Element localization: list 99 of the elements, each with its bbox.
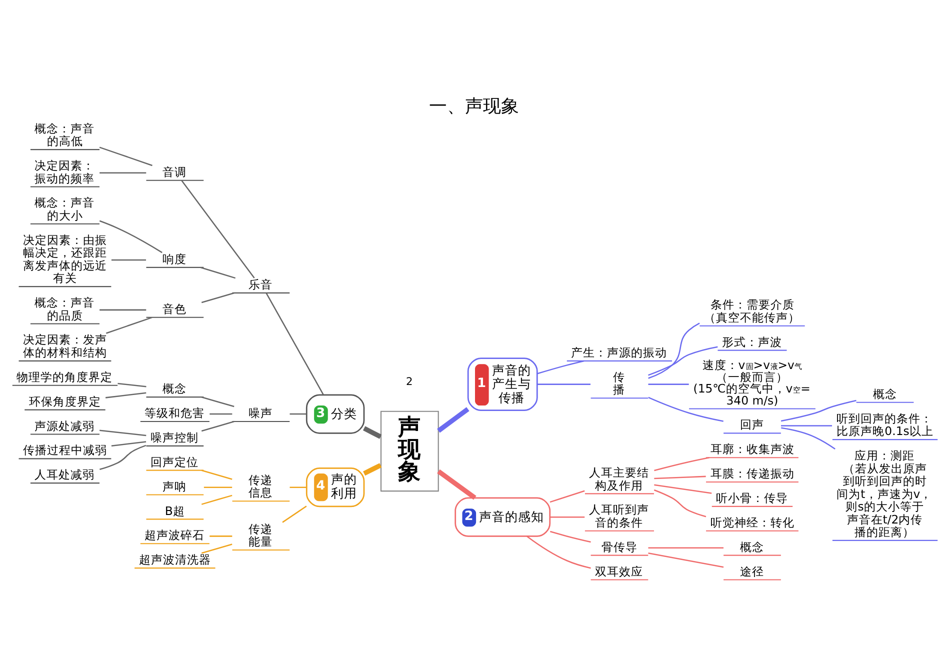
connector <box>550 490 585 502</box>
node-text: 应用：测距（若从发出原声到听到回声的时间为t，声速为v，则s的大小等于声音在t/2内传播的距离） <box>836 448 932 538</box>
connector <box>781 426 836 450</box>
node-text: 概念 <box>162 381 187 396</box>
node-text: 人耳主要结构及作用 <box>589 465 650 492</box>
node-text: 回声 <box>740 417 764 432</box>
diagram-title: 一、声现象 <box>428 95 519 116</box>
connector <box>99 146 152 166</box>
connector <box>106 316 152 334</box>
node-text: 听到回声的条件：比原声晚0.1s以上 <box>836 410 934 438</box>
connector <box>201 396 234 407</box>
node-text: 概念：声音的大小 <box>34 195 95 222</box>
connector <box>204 486 232 488</box>
connector <box>526 535 591 568</box>
connector <box>290 486 306 488</box>
node-text: 途径 <box>740 564 764 578</box>
node-text: 概念：声音的品质 <box>34 295 95 322</box>
node-text: 音调 <box>162 164 187 178</box>
connector <box>282 505 307 522</box>
node-text: 传递能量 <box>248 521 273 548</box>
connector <box>111 440 146 446</box>
node-text: 概念：声音的高低 <box>34 120 95 148</box>
connector <box>537 383 590 384</box>
connector <box>201 543 232 554</box>
connector <box>654 475 706 479</box>
node-text: 概念 <box>740 539 764 554</box>
connector <box>780 399 856 422</box>
connector <box>781 424 832 426</box>
connector <box>654 456 710 471</box>
node-box: 1 声音的产生与传播 <box>467 357 538 411</box>
connector <box>363 462 382 476</box>
node-box: 声现象 <box>380 410 439 492</box>
node-box: 3 分类 <box>306 394 365 434</box>
connector <box>550 516 585 518</box>
node-text: 回声定位 <box>150 454 198 468</box>
connector <box>210 535 232 536</box>
node-text: 传播过程中减弱 <box>23 442 108 457</box>
connector <box>210 412 232 414</box>
node-text: 等级和危害 <box>144 406 205 420</box>
node-box: 2 声音的感知 <box>454 496 551 536</box>
node-text: 传递信息 <box>248 472 273 500</box>
connector <box>111 258 146 260</box>
connector <box>550 530 591 542</box>
node-text: 噪声控制 <box>150 430 198 444</box>
connector <box>363 426 382 438</box>
connector <box>654 488 706 517</box>
node-text: 噪声 <box>248 406 273 420</box>
node-text: 条件：需要介质（真空不能传声） <box>704 297 800 324</box>
node-text: 耳廓：收集声波 <box>710 442 794 456</box>
node-text: B超 <box>164 503 185 518</box>
connector <box>201 420 234 432</box>
connector <box>437 468 476 500</box>
connector <box>100 308 146 310</box>
node-text: 听觉神经：转化 <box>710 514 794 529</box>
connector <box>118 382 146 387</box>
label: 2 <box>406 374 413 388</box>
node-text: 人耳听到声音的条件 <box>589 502 650 529</box>
connector <box>437 406 470 432</box>
node-text: 决定因素：由振幅决定，还跟距离发声体的远近有关 <box>23 232 108 285</box>
node-text: 传播 <box>613 369 626 396</box>
connector <box>648 396 724 422</box>
connector <box>200 266 236 278</box>
node-text: 决定因素：振动的频率 <box>34 158 95 185</box>
node-text: 产生：声源的振动 <box>571 344 668 359</box>
node-text: 乐音 <box>248 276 273 291</box>
node-text: 双耳效应 <box>595 564 644 578</box>
node-text: 形式：声波 <box>722 334 782 348</box>
connector <box>100 172 146 174</box>
node-text: 物理学的角度界定 <box>16 369 113 384</box>
connector <box>100 429 146 436</box>
connector <box>648 322 700 378</box>
node-text: 概念 <box>872 386 897 400</box>
node-text: 响度 <box>162 251 187 266</box>
connector <box>537 360 584 374</box>
node-text: 耳膜：传递振动 <box>710 466 794 480</box>
node-text: 声呐 <box>162 478 187 493</box>
connector <box>106 392 146 398</box>
connector <box>201 494 232 504</box>
node-text: 听小骨：传导 <box>716 490 788 504</box>
node-text: 人耳处减弱 <box>34 467 95 482</box>
connector <box>648 383 689 384</box>
node-text: 环保角度界定 <box>28 394 101 408</box>
node-text: 音色 <box>162 301 187 316</box>
connector <box>648 552 724 568</box>
connector <box>201 292 234 303</box>
node-text: 超声波碎石 <box>144 528 205 542</box>
connector <box>290 412 306 414</box>
node-text: 超声波清洗器 <box>138 552 211 566</box>
connector <box>201 469 232 480</box>
node-text: 决定因素：发声体的材料和结构 <box>23 332 108 359</box>
connector <box>266 292 324 394</box>
connector <box>100 444 146 470</box>
connector <box>181 180 255 278</box>
connector <box>654 484 712 494</box>
connector <box>648 546 724 548</box>
connector <box>99 220 162 253</box>
node-text: 声源处减弱 <box>34 418 95 432</box>
node-text: 骨传导 <box>601 539 638 554</box>
connector <box>648 346 718 376</box>
